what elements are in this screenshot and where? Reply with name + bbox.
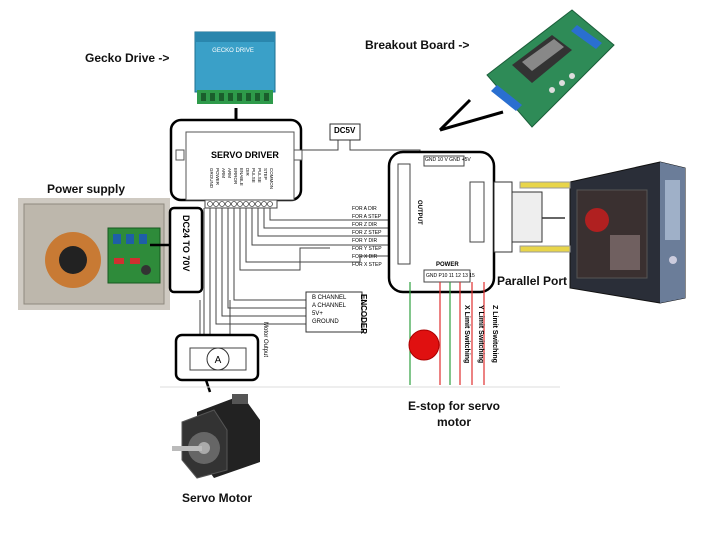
- pc-tower-image: [565, 160, 690, 305]
- driver-pin-label: ERROR: [233, 168, 238, 185]
- board-output-label: FOR Z DIR: [352, 222, 377, 228]
- board-output-label: FOR A DIR: [352, 206, 377, 212]
- driver-pin-label: ARM: [227, 168, 232, 178]
- svg-text:A: A: [215, 355, 222, 366]
- driver-pin-label: PULSE: [251, 168, 256, 183]
- encoder-pin-label: GROUND: [312, 319, 339, 325]
- breakout-board-image: [482, 5, 617, 130]
- parallel-port-label: Parallel Port: [497, 274, 568, 288]
- servo-motor-label: Servo Motor: [182, 491, 253, 505]
- encoder-pin-label: A CHANNEL: [312, 303, 347, 309]
- estop-button: [408, 329, 440, 361]
- board-output-label: FOR X DIR: [352, 254, 378, 260]
- driver-pin-label: POWER: [215, 168, 220, 186]
- driver-pin-label: GROUND: [209, 168, 214, 188]
- servo-motor-image: [172, 390, 264, 482]
- board-output-label: FOR Z STEP: [352, 230, 382, 236]
- encoder-label: ENCODER: [359, 294, 368, 335]
- board-output-label: FOR Y DIR: [352, 238, 378, 244]
- encoder-pin-label: 5V+: [312, 311, 323, 317]
- board-bottom-pins: GND P10 11 12 13 15: [426, 273, 475, 279]
- limit-switch-label: Z Limit Switching: [491, 305, 498, 363]
- board-output-label: FOR Y STEP: [352, 246, 382, 252]
- driver-pin-label: COMMON: [269, 168, 274, 189]
- gecko-brand-text: GECKO DRIVE: [212, 48, 254, 54]
- power-label: POWER: [436, 262, 459, 268]
- board-output-label: FOR A STEP: [352, 214, 382, 220]
- dc24-label: DC24 TO 70V: [181, 215, 191, 272]
- gecko-drive-image: GECKO DRIVE: [193, 30, 278, 108]
- driver-pin-label: STEP: [263, 168, 268, 180]
- driver-pin-label: ARM: [221, 168, 226, 178]
- power-supply-image: [18, 198, 170, 310]
- dc5v-box: [329, 123, 361, 141]
- breakout-board-label: Breakout Board ->: [365, 38, 470, 52]
- power-supply-label: Power supply: [47, 182, 126, 196]
- board-output-label: FOR X STEP: [352, 262, 382, 268]
- limit-switch-label: Y Limit Switching: [477, 305, 484, 364]
- driver-pin-label: DIR: [245, 168, 250, 176]
- dc5v-label: DC5V: [334, 126, 356, 135]
- driver-pin-label: PULSE: [257, 168, 262, 183]
- output-label: OUTPUT: [416, 200, 422, 225]
- limit-switch-label: X Limit Switching: [463, 305, 470, 364]
- gecko-drive-label: Gecko Drive ->: [85, 51, 170, 65]
- encoder-box: [305, 291, 363, 333]
- dc24-box: [168, 206, 204, 294]
- servo-driver-title: SERVO DRIVER: [211, 150, 279, 160]
- driver-pin-label: ENABLE: [239, 168, 244, 186]
- estop-label: E-stop for servo motor: [408, 399, 501, 429]
- motor-wire-label: Motor Output: [262, 322, 268, 358]
- encoder-pin-label: B CHANNEL: [312, 295, 347, 301]
- board-top-pins: GND 10 V GND +5V: [425, 157, 471, 163]
